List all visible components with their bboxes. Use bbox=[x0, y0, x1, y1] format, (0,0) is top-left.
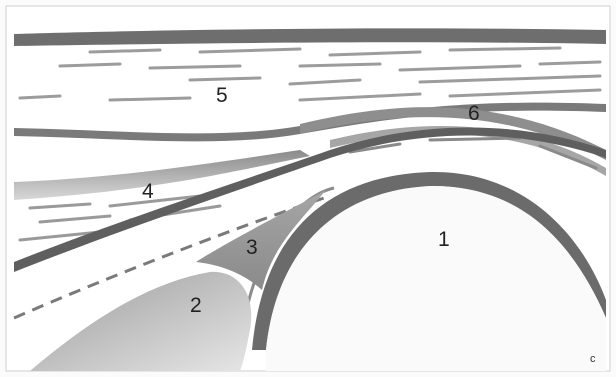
label-3: 3 bbox=[246, 236, 258, 259]
panel-letter: c bbox=[590, 353, 596, 365]
label-1: 1 bbox=[438, 228, 450, 251]
label-5: 5 bbox=[216, 84, 228, 107]
label-6: 6 bbox=[468, 102, 480, 125]
label-4: 4 bbox=[142, 180, 154, 203]
label-2: 2 bbox=[190, 294, 202, 317]
